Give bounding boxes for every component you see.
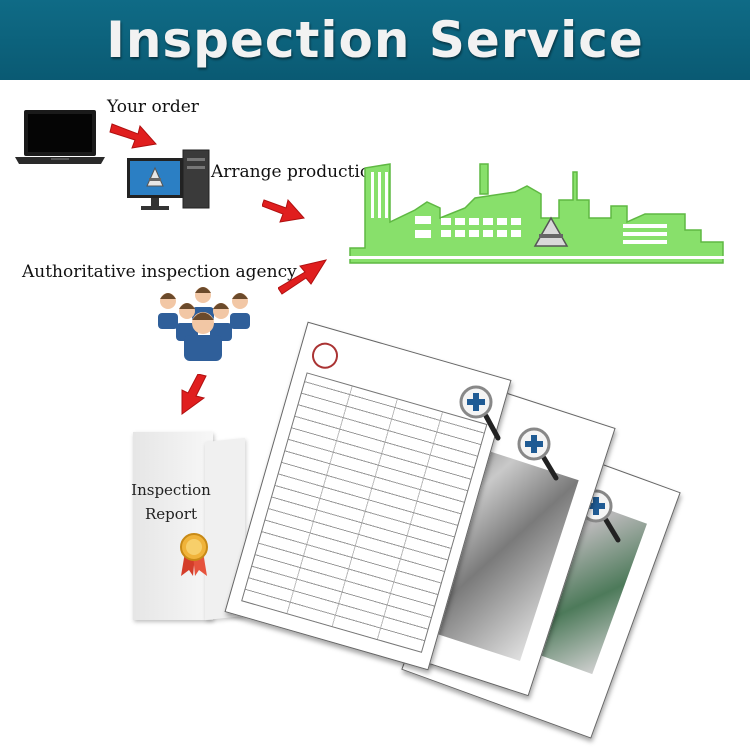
step-label-agency: Authoritative inspection agency <box>22 262 297 282</box>
arrow-production-to-factory <box>262 198 305 223</box>
page-title: Inspection Service <box>106 11 644 69</box>
report-title-line2: Report <box>144 505 197 523</box>
inspection-report-folder: Inspection Report <box>131 432 248 622</box>
magnifier-plus-icon <box>459 385 501 441</box>
factory-icon <box>345 163 733 264</box>
header-banner: Inspection Service <box>0 0 750 80</box>
people-group-icon <box>158 287 250 361</box>
award-ribbon-icon <box>180 533 208 576</box>
arrow-agency-to-report <box>181 374 207 415</box>
arrow-order-to-production <box>109 123 157 149</box>
arrow-agency-to-factory <box>278 259 328 295</box>
laptop-icon <box>15 110 105 164</box>
desktop-computer-icon <box>127 149 210 210</box>
step-label-production: Arrange production <box>211 162 382 182</box>
step-label-order: Your order <box>107 97 199 117</box>
report-title-line1: Inspection <box>131 481 211 499</box>
magnifier-plus-icon <box>517 427 559 481</box>
